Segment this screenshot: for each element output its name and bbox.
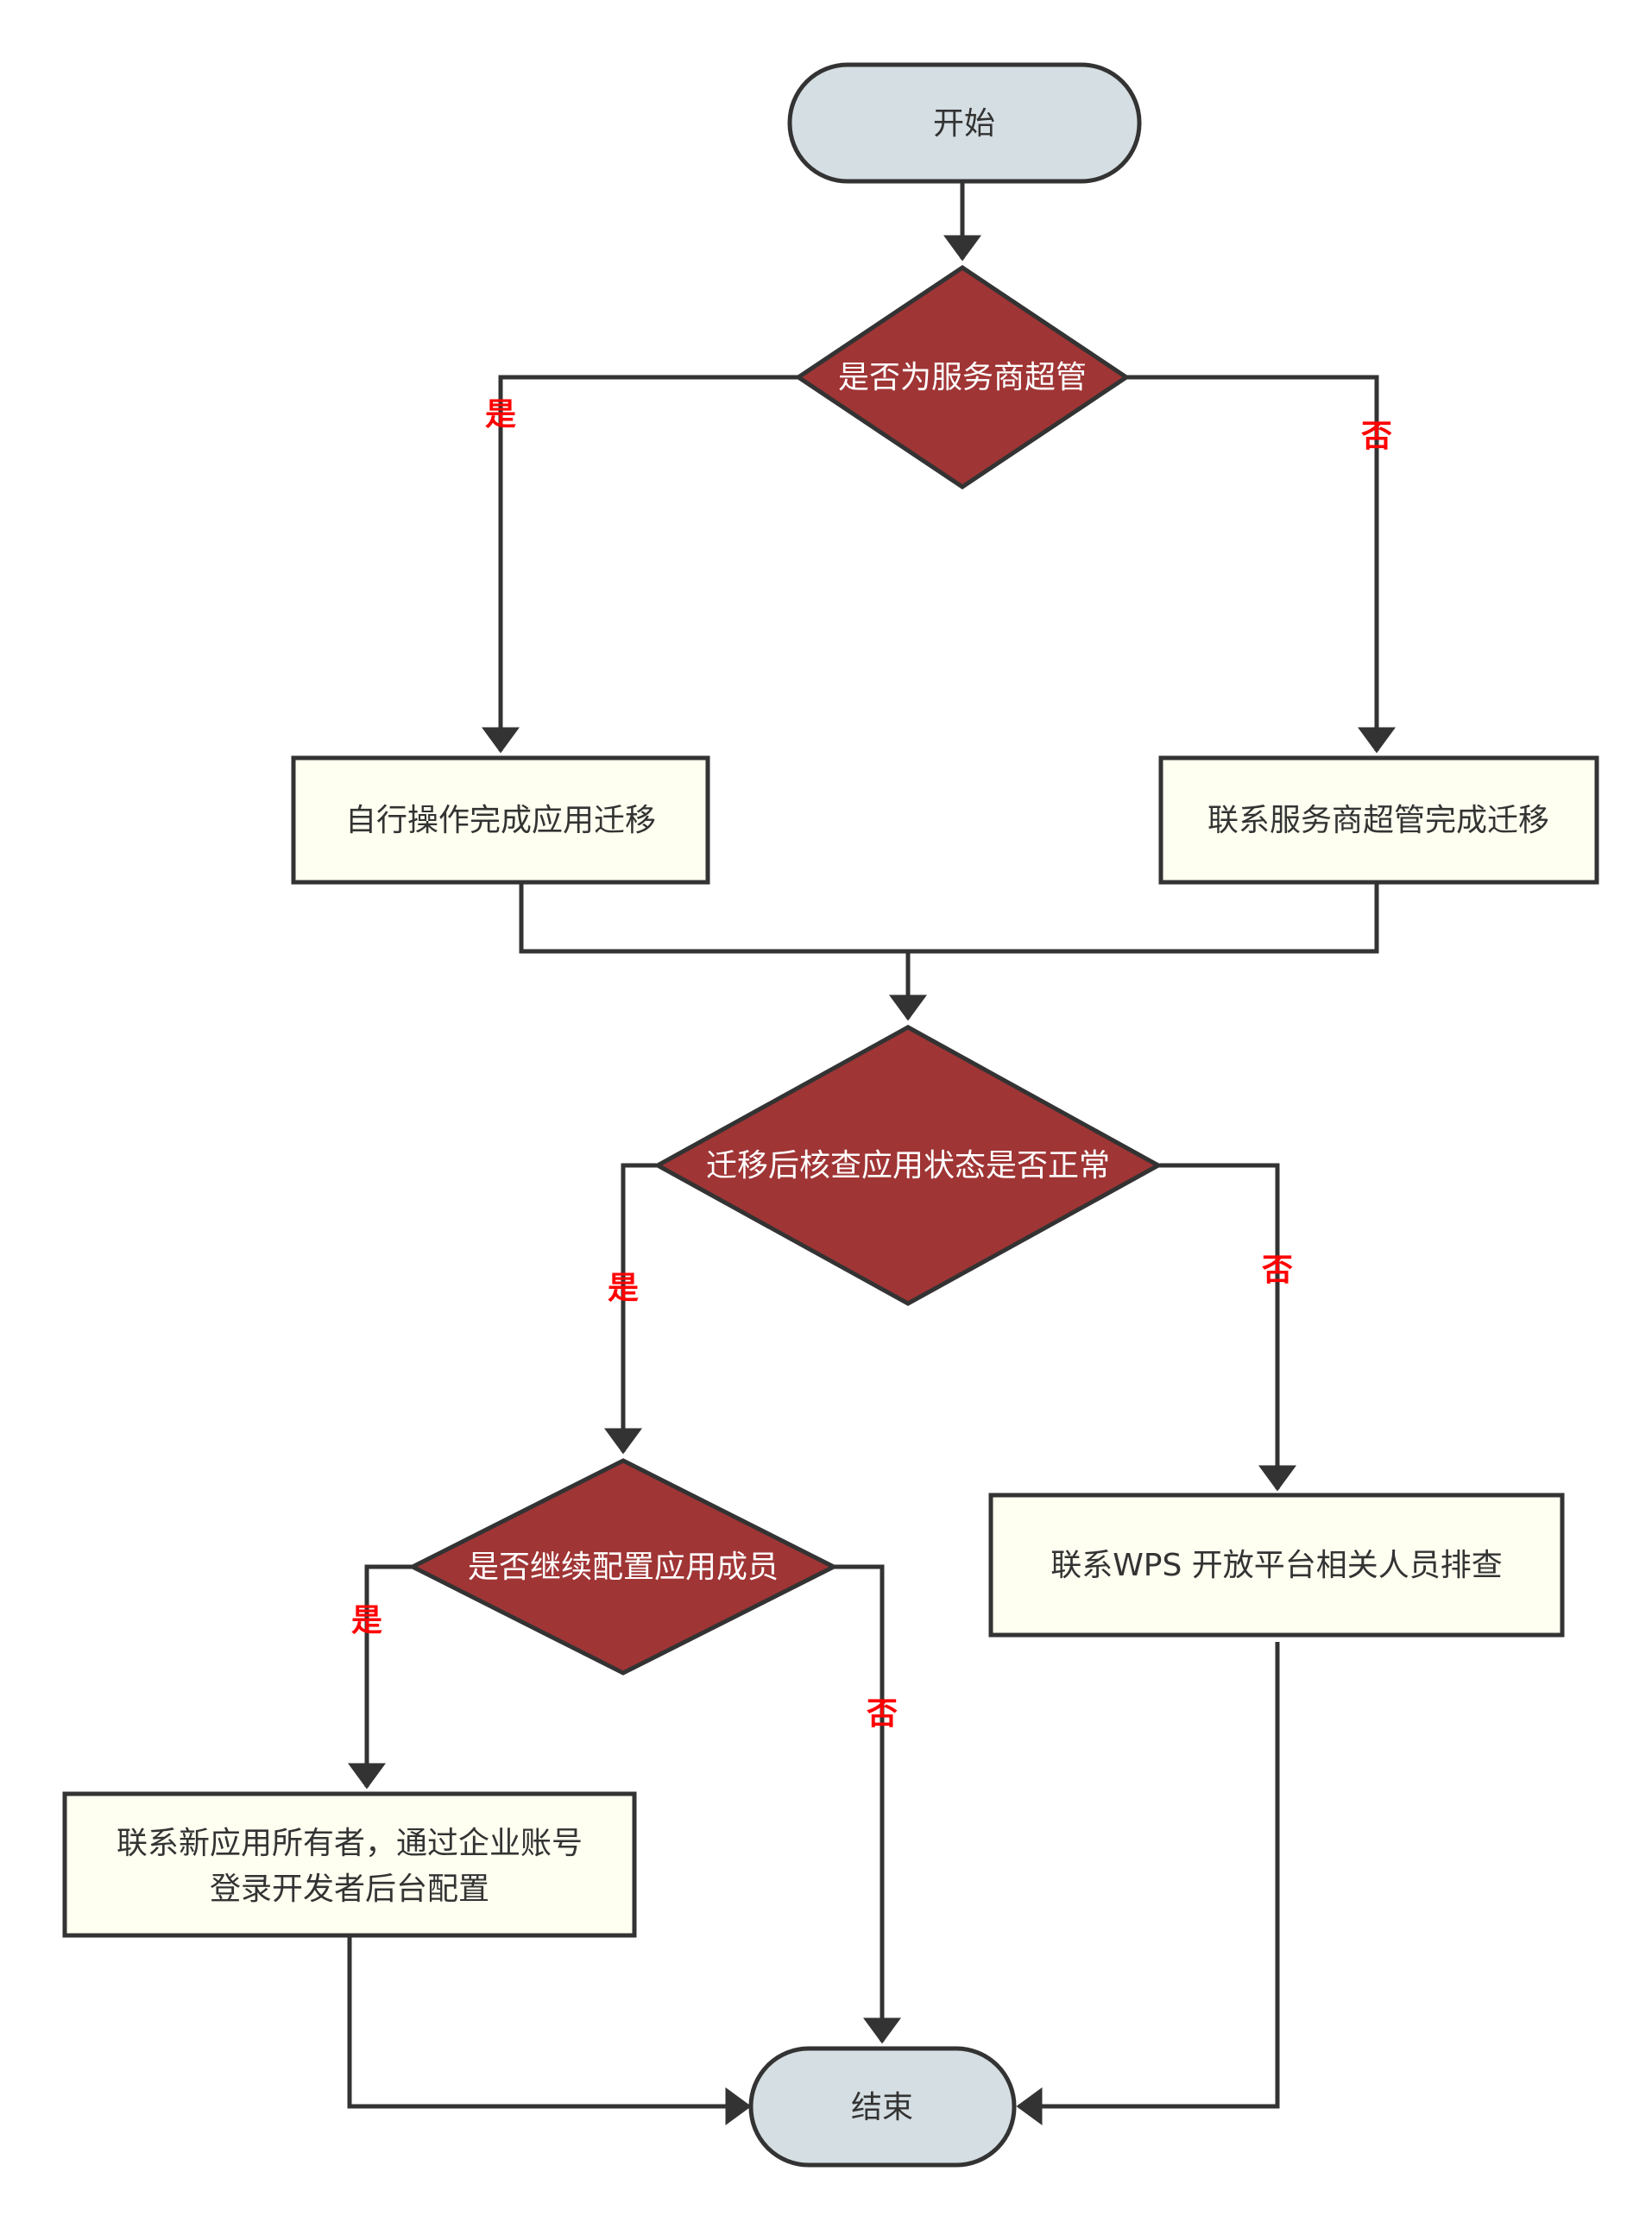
edge-self-migrate-merge [519, 882, 1379, 954]
branch-label-d1-yes: 是 [485, 397, 516, 432]
branch-label-d3-no: 否 [867, 1696, 898, 1732]
edge-owner-to-end [347, 1935, 752, 2125]
decision-check-status: 迁移后核查应用状态是否正常 [653, 1025, 1163, 1306]
decision-check-status-label: 迁移后核查应用状态是否正常 [706, 1148, 1110, 1184]
decision-continue-config-label: 是否继续配置应用成员 [468, 1550, 779, 1585]
branch-label-d1-no: 否 [1361, 419, 1392, 454]
start-node: 开始 [787, 62, 1142, 184]
decision-super-admin: 是否为服务商超管 [794, 264, 1131, 490]
process-contact-owner-label-line1: 联系新应用所有者，通过企业账号 [117, 1826, 583, 1861]
process-contact-wps: 联系WPS 开放平台相关人员排查 [988, 1493, 1565, 1638]
branch-label-d2-yes: 是 [608, 1271, 639, 1306]
edge-decision2-no [1158, 1163, 1296, 1492]
process-contact-owner: 联系新应用所有者，通过企业账号 登录开发者后台配置 [62, 1791, 637, 1938]
edge-decision1-no [1126, 375, 1396, 754]
end-label: 结束 [851, 2090, 913, 2125]
start-label: 开始 [933, 106, 995, 142]
end-node: 结束 [748, 2046, 1017, 2168]
process-contact-admin-label: 联系服务商超管完成迁移 [1207, 803, 1549, 838]
process-self-migrate: 自行操作完成应用迁移 [291, 755, 710, 885]
process-contact-owner-label-line2: 登录开发者后台配置 [210, 1872, 489, 1907]
edge-wps-to-end [1016, 1642, 1280, 2125]
edge-decision2-yes [604, 1163, 658, 1455]
process-contact-wps-label: 联系WPS 开放平台相关人员排查 [1050, 1548, 1503, 1583]
edge-decision3-yes [348, 1564, 413, 1790]
process-contact-admin: 联系服务商超管完成迁移 [1158, 755, 1599, 885]
process-self-migrate-label: 自行操作完成应用迁移 [345, 803, 656, 838]
edge-decision3-no [834, 1564, 901, 2044]
branch-label-d3-yes: 是 [351, 1603, 382, 1638]
branch-label-d2-no: 否 [1262, 1253, 1293, 1288]
decision-super-admin-label: 是否为服务商超管 [838, 360, 1087, 395]
edge-decision1-yes [482, 375, 798, 754]
decision-continue-config: 是否继续配置应用成员 [407, 1458, 839, 1676]
